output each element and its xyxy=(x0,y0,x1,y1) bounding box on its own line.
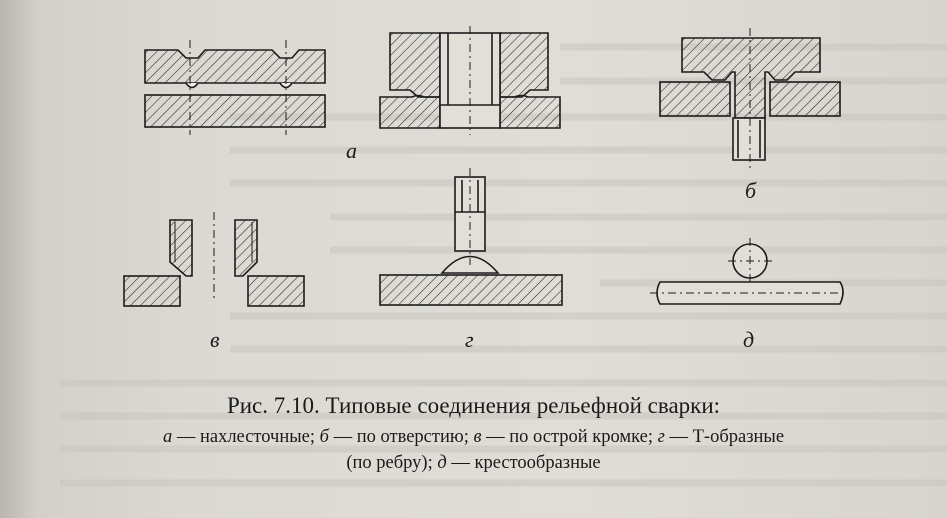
joint-v-edge xyxy=(123,212,305,307)
caption-v-text: — по острой кромке; xyxy=(481,427,658,447)
label-v: в xyxy=(210,327,220,352)
figure-caption: Рис. 7.10. Типовые соединения рельефной … xyxy=(0,392,947,476)
label-d: д xyxy=(743,327,755,352)
caption-d-text: — крестообразные xyxy=(446,453,601,473)
caption-b-letter: б xyxy=(319,427,329,447)
joint-d-cross xyxy=(650,238,848,305)
joint-g-tee xyxy=(379,168,563,306)
caption-g-text: — Т-образные xyxy=(664,427,785,447)
label-b: б xyxy=(745,178,757,203)
caption-line-1: а — нахлесточные; б — по отверстию; в — … xyxy=(0,424,947,450)
caption-line2-text: (по ребру); xyxy=(346,453,438,473)
caption-g-letter: г xyxy=(657,427,665,447)
caption-body: а — нахлесточные; б — по отверстию; в — … xyxy=(0,424,947,476)
label-a: а xyxy=(346,138,357,163)
caption-d-letter: д xyxy=(437,453,447,473)
caption-a-letter: а xyxy=(162,427,173,447)
joint-a-lap xyxy=(144,26,561,135)
caption-a-text: — нахлесточные; xyxy=(172,427,320,447)
caption-v-letter: в xyxy=(473,427,482,447)
joint-b-hole xyxy=(659,28,841,168)
caption-line-2: (по ребру); д — крестообразные xyxy=(0,450,947,476)
label-g: г xyxy=(465,327,474,352)
caption-b-text: — по отверстию; xyxy=(328,427,474,447)
caption-title: Рис. 7.10. Типовые соединения рельефной … xyxy=(226,393,721,418)
